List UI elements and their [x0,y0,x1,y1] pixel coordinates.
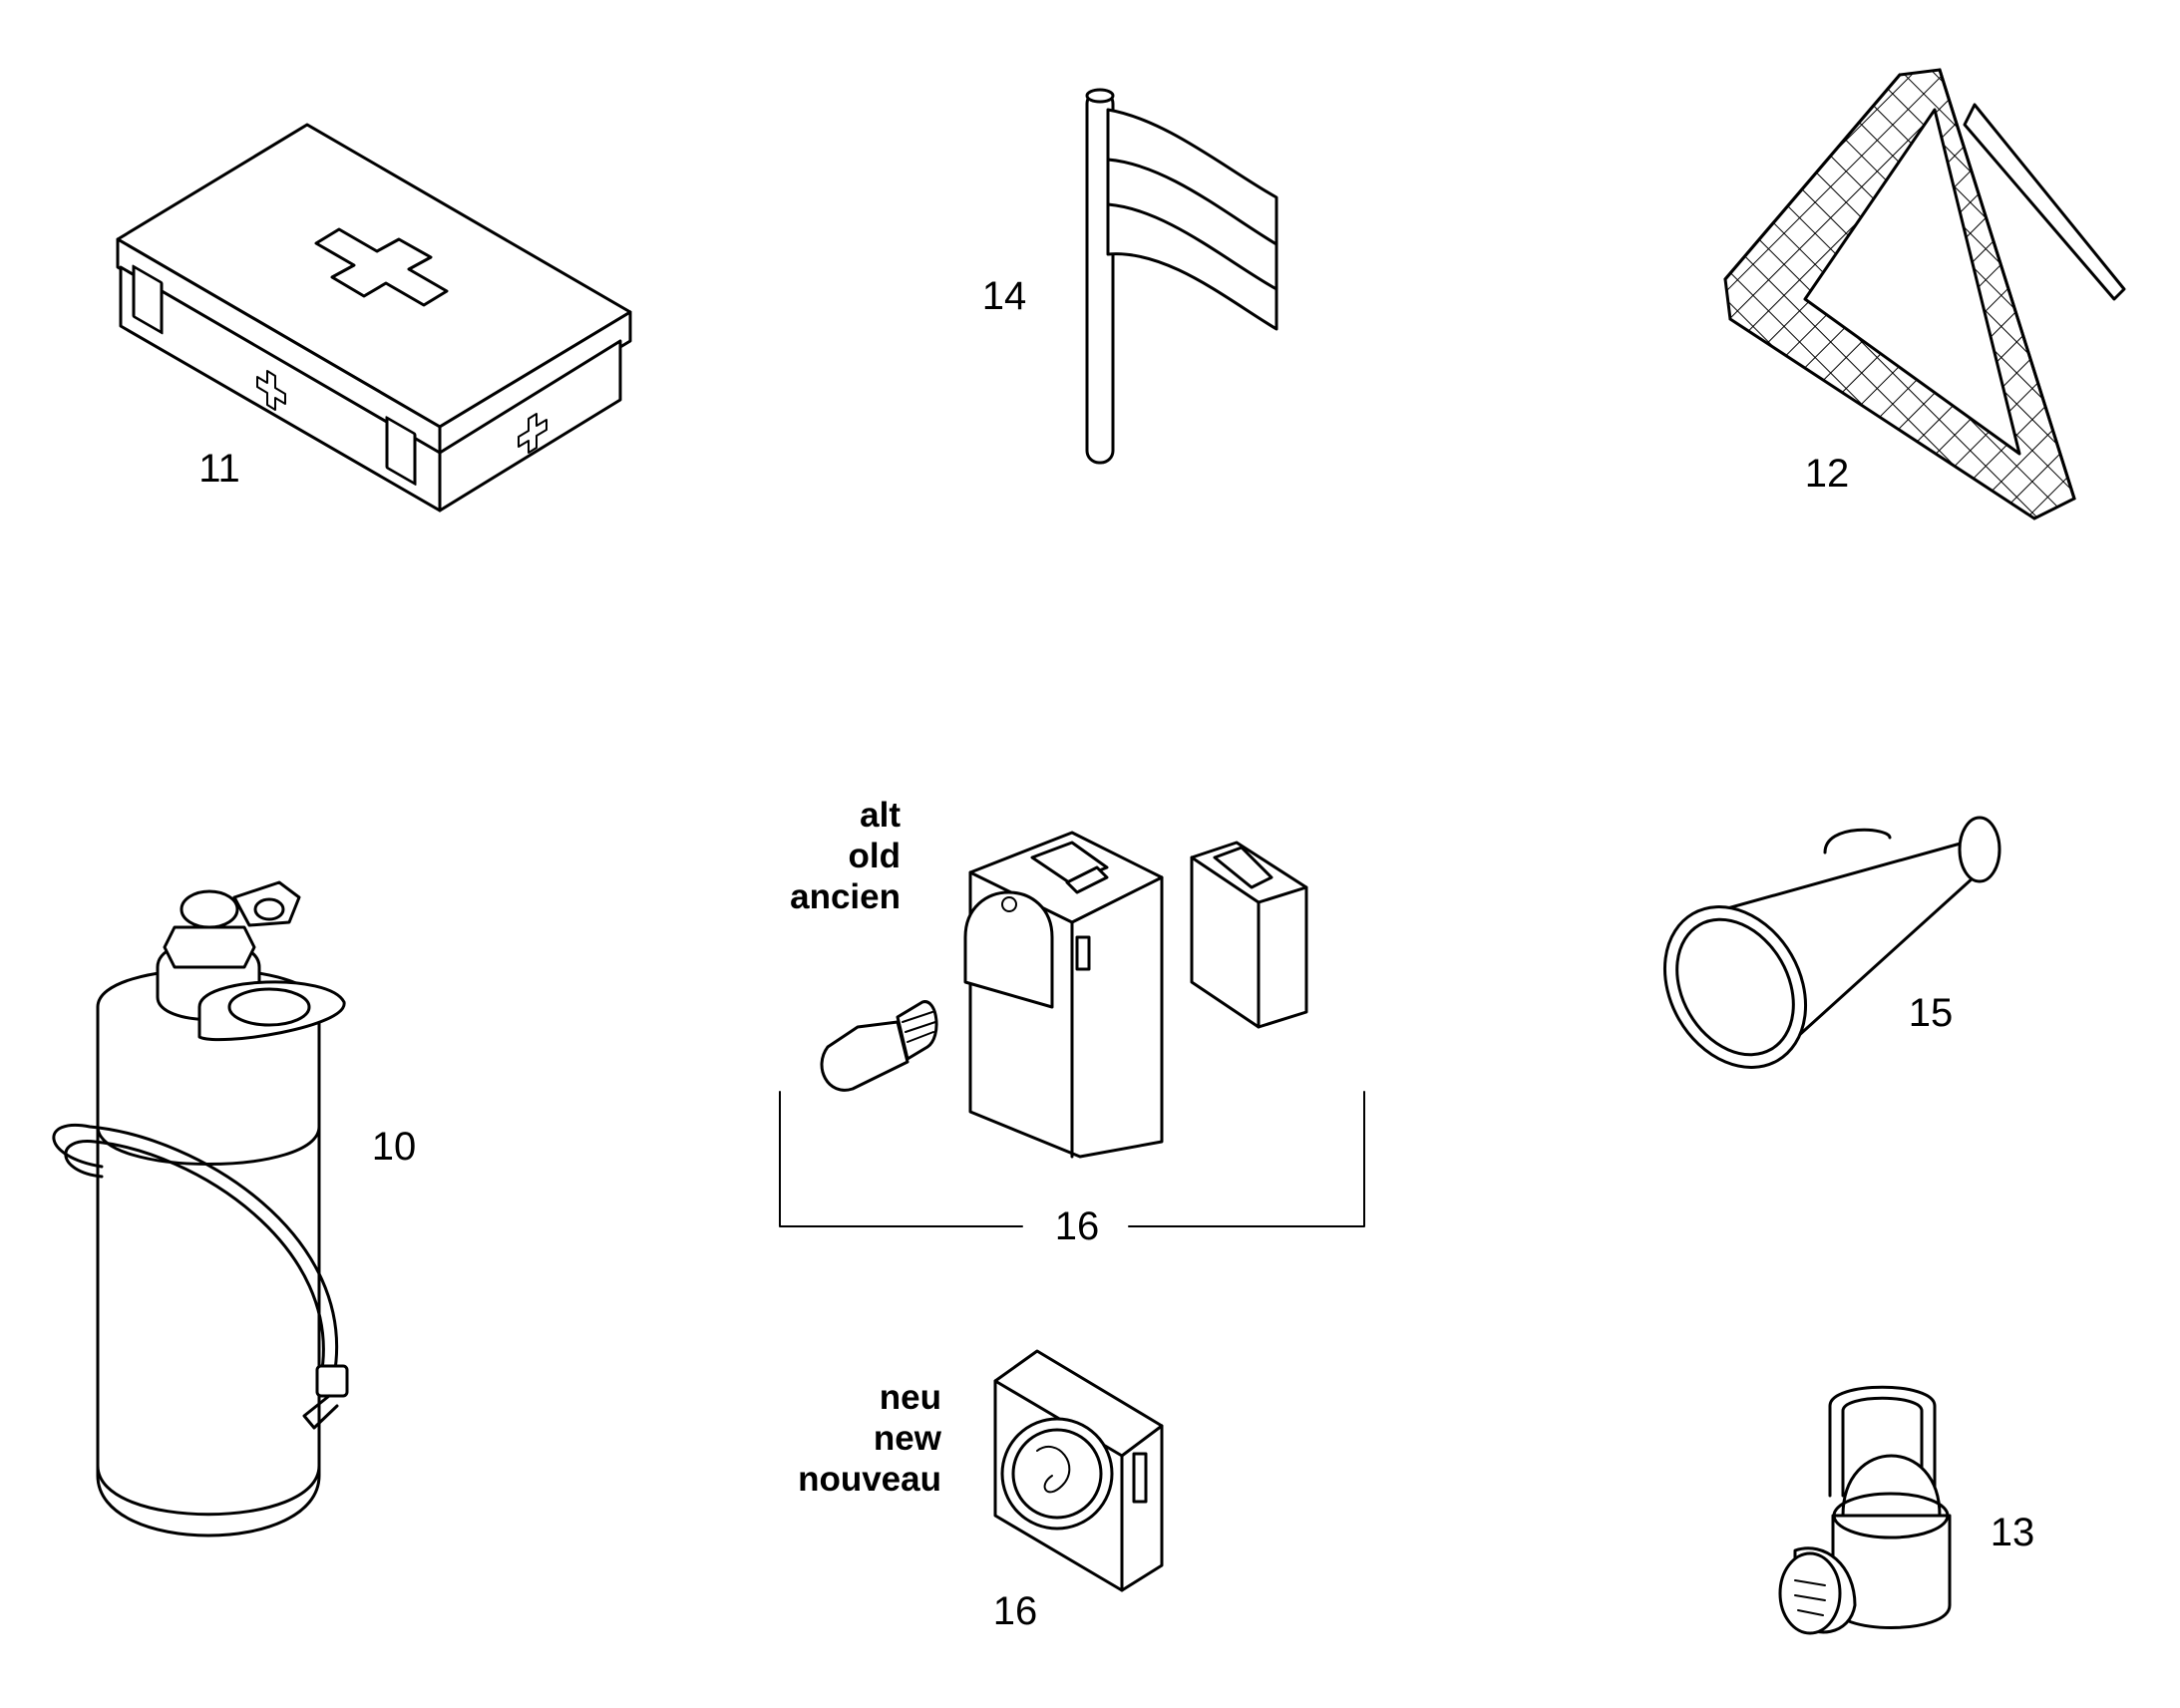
old-flashlight-label: alt old ancien [790,796,901,916]
new-flashlight-drawing [993,1349,1164,1592]
flag-drawing [1085,88,1278,465]
part-number-16-set: 16 [1055,1204,1100,1248]
part-number-10: 10 [372,1125,417,1169]
first-aid-kit-drawing [116,123,632,512]
part-number-15: 15 [1909,991,1954,1035]
label-neu: neu [880,1378,941,1417]
part-number-14: 14 [982,274,1027,318]
label-ancien: ancien [790,877,901,916]
lantern-drawing [1778,1385,1952,1635]
part-number-16-new: 16 [993,1589,1038,1633]
part-number-12: 12 [1805,452,1850,496]
horn-drawing [1662,816,2001,1069]
part-number-13: 13 [1991,1511,2035,1554]
label-nouveau: nouveau [798,1460,941,1499]
warning-triangle-drawing [1723,68,2126,520]
fire-extinguisher-drawing [52,880,349,1537]
label-new: new [874,1419,942,1458]
label-alt: alt [860,796,901,835]
label-old: old [849,837,901,875]
new-flashlight-label: neu new nouveau [798,1378,942,1499]
flashlight-set-drawing [779,831,1365,1227]
part-number-11: 11 [198,447,240,491]
